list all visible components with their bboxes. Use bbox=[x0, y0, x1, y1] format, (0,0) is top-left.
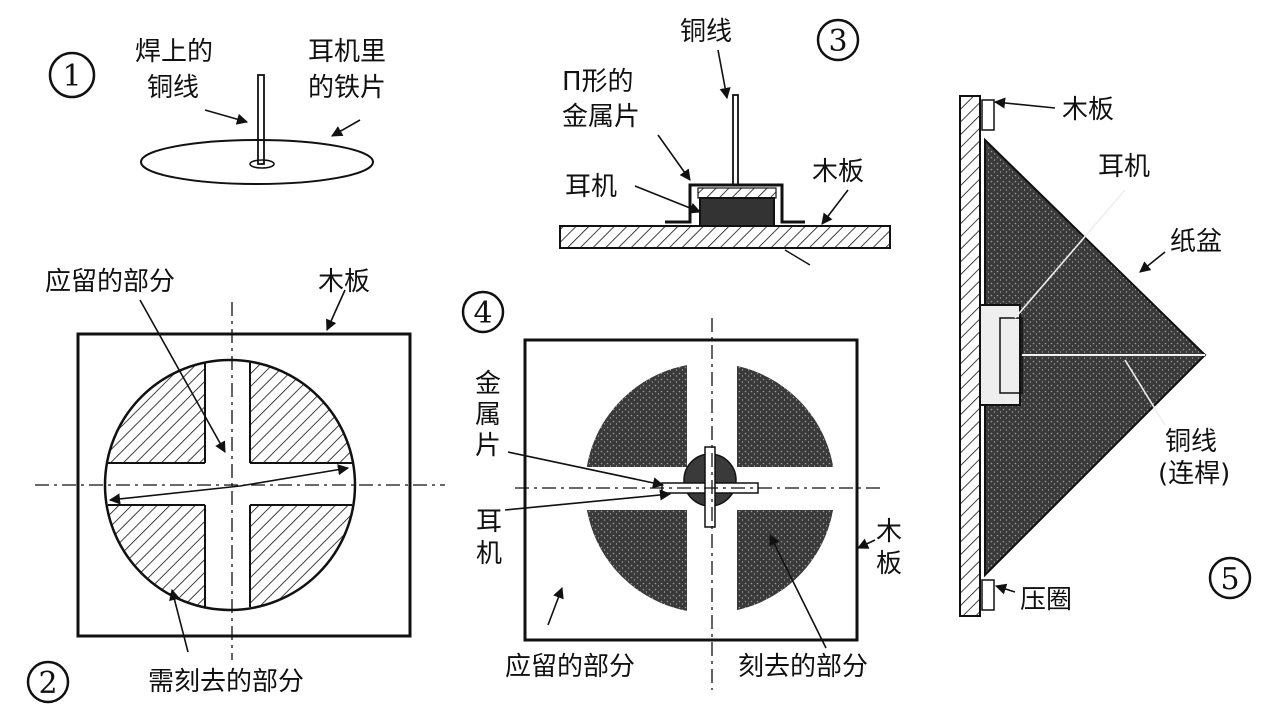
figure-5-number: 5 bbox=[1208, 556, 1252, 600]
label-board: 木板 bbox=[812, 157, 864, 187]
label-metal-2: 属 bbox=[475, 400, 501, 430]
copper-wire-3 bbox=[732, 94, 739, 186]
label-u-metal-2: 金属片 bbox=[562, 102, 640, 132]
svg-text:5: 5 bbox=[1220, 562, 1239, 597]
label-earphone: 耳机 bbox=[565, 172, 617, 202]
copper-wire bbox=[257, 74, 265, 165]
board-outline-4 bbox=[523, 338, 859, 642]
label-metal-1: 金 bbox=[475, 369, 501, 399]
label-board-2: 板 bbox=[876, 549, 902, 579]
label-metal-3: 片 bbox=[475, 431, 501, 461]
circle-outline bbox=[103, 358, 357, 612]
figure-2: 2 应留的部分 木板 需刻去的部分 bbox=[26, 267, 445, 704]
earphone-body bbox=[699, 197, 775, 227]
iron-disc bbox=[140, 139, 374, 185]
label-board: 木板 bbox=[318, 267, 370, 297]
figure-4: 4 金 属 片 耳 机 木 板 应留的部分 刻去的部分 bbox=[461, 290, 902, 690]
label-iron-2: 的铁片 bbox=[308, 73, 386, 103]
label-solder-wire-2: 铜线 bbox=[147, 73, 199, 103]
wood-board-5 bbox=[959, 95, 981, 617]
wood-base bbox=[559, 225, 891, 249]
label-wire-2: (连桿) bbox=[1158, 459, 1230, 489]
solder-point bbox=[249, 159, 275, 169]
svg-text:1: 1 bbox=[62, 59, 81, 94]
label-earphone-1: 耳 bbox=[476, 507, 502, 537]
label-cut-part: 需刻去的部分 bbox=[148, 667, 304, 697]
figure-1-number: 1 bbox=[48, 51, 96, 99]
label-earphone-2: 机 bbox=[476, 539, 502, 569]
label-ring: 压圈 bbox=[1020, 585, 1072, 615]
label-keep-part: 应留的部分 bbox=[45, 267, 175, 297]
svg-text:4: 4 bbox=[473, 296, 492, 331]
label-copper-wire: 铜线 bbox=[680, 17, 732, 47]
svg-text:3: 3 bbox=[828, 24, 847, 59]
label-u-metal-1: П形的 bbox=[562, 67, 634, 97]
figure-5: 5 木板 耳机 纸盆 铜线 (连桿) 压圈 bbox=[959, 95, 1252, 617]
label-paper-cone: 纸盆 bbox=[1170, 227, 1222, 257]
label-board: 木板 bbox=[1062, 95, 1114, 125]
figure-2-number: 2 bbox=[26, 660, 70, 704]
figure-4-number: 4 bbox=[461, 290, 505, 334]
label-board-1: 木 bbox=[876, 517, 902, 547]
figure-3: 3 铜线 П形的 金属片 耳机 木板 bbox=[559, 17, 891, 266]
svg-text:2: 2 bbox=[38, 666, 57, 701]
figure-3-number: 3 bbox=[816, 18, 860, 62]
figure-1: 1 焊上的 铜线 耳机里 的铁片 bbox=[48, 37, 386, 185]
label-wire-1: 铜线 bbox=[1165, 427, 1217, 457]
label-cut-part: 刻去的部分 bbox=[738, 652, 868, 682]
label-earphone: 耳机 bbox=[1098, 152, 1150, 182]
label-solder-wire-1: 焊上的 bbox=[135, 37, 213, 67]
label-keep-part: 应留的部分 bbox=[505, 652, 635, 682]
label-iron-1: 耳机里 bbox=[308, 37, 386, 67]
board-outline bbox=[76, 332, 412, 638]
